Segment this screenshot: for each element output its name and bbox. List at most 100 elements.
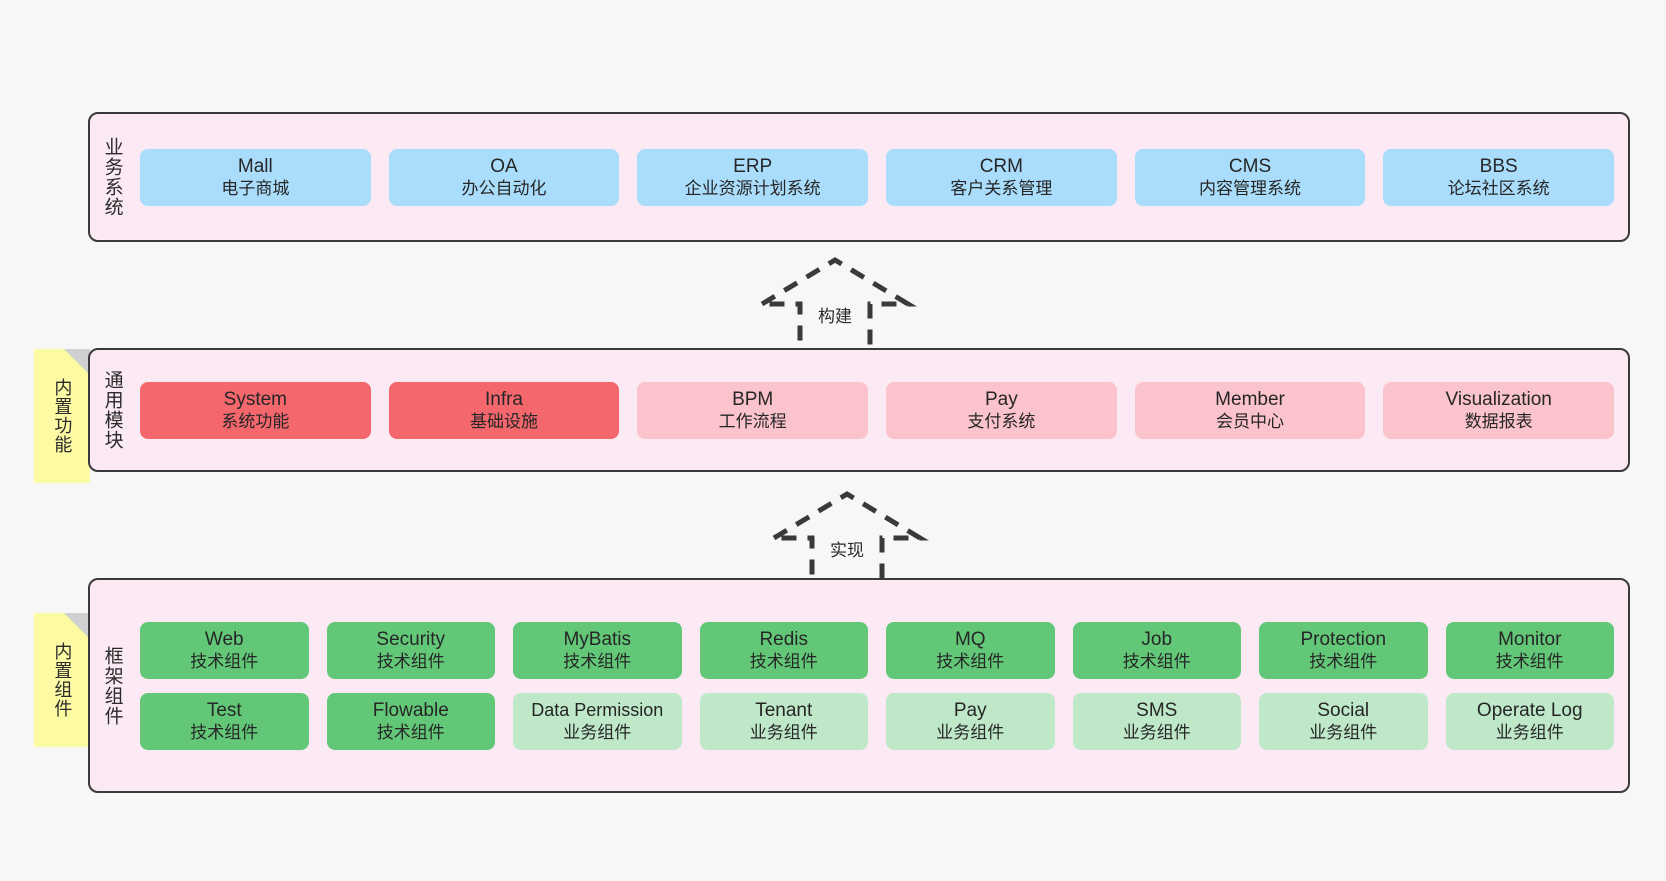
module-name: BPM [732, 388, 774, 410]
component-subtitle: 技术组件 [563, 652, 632, 672]
module-card-system[interactable]: System 系统功能 [140, 381, 371, 439]
module-subtitle: 会员中心 [1216, 412, 1285, 432]
component-card-sms[interactable]: SMS 业务组件 [1072, 692, 1241, 750]
component-card-job[interactable]: Job 技术组件 [1072, 621, 1241, 679]
component-name: Protection [1300, 628, 1387, 650]
module-subtitle: 基础设施 [470, 412, 538, 432]
component-name: Flowable [372, 699, 449, 721]
module-name: CMS [1228, 155, 1272, 177]
component-card-web[interactable]: Web 技术组件 [140, 621, 309, 679]
module-card-oa[interactable]: OA 办公自动化 [388, 148, 620, 206]
component-name: MyBatis [563, 628, 632, 650]
layer-business-system-row: Mall 电子商城 OA 办公自动化 ERP 企业资源计划系统 CRM 客户关系… [140, 148, 1615, 206]
component-subtitle: 技术组件 [936, 652, 1005, 672]
layer-framework-component: 框架组件 Web 技术组件 Security 技术组件 MyBatis 技术组件… [88, 578, 1630, 793]
component-card-security[interactable]: Security 技术组件 [326, 621, 495, 679]
module-subtitle: 客户关系管理 [950, 179, 1053, 199]
dashed-hollow-arrow-up-icon [765, 491, 929, 589]
component-card-flowable[interactable]: Flowable 技术组件 [326, 692, 495, 750]
component-subtitle: 技术组件 [376, 652, 445, 672]
component-subtitle: 技术组件 [1122, 652, 1191, 672]
module-name: Mall [237, 155, 273, 177]
component-card-test[interactable]: Test 技术组件 [140, 692, 309, 750]
layer-common-module-body: System 系统功能 Infra 基础设施 BPM 工作流程 Pay 支付系统… [134, 350, 1628, 470]
component-card-pay[interactable]: Pay 业务组件 [886, 692, 1055, 750]
component-name: Data Permission [531, 700, 664, 721]
module-card-pay[interactable]: Pay 支付系统 [886, 381, 1117, 439]
component-name: Security [376, 628, 446, 650]
layer-framework-component-body: Web 技术组件 Security 技术组件 MyBatis 技术组件 Redi… [134, 580, 1628, 791]
module-card-bbs[interactable]: BBS 论坛社区系统 [1383, 148, 1615, 206]
layer-framework-component-title: 框架组件 [101, 645, 123, 726]
dashed-hollow-arrow-up-icon [753, 257, 917, 355]
component-card-tenant[interactable]: Tenant 业务组件 [699, 692, 868, 750]
module-card-cms[interactable]: CMS 内容管理系统 [1134, 148, 1366, 206]
component-card-mq[interactable]: MQ 技术组件 [886, 621, 1055, 679]
note-fold-corner-icon [64, 349, 90, 375]
module-subtitle: 企业资源计划系统 [684, 179, 821, 199]
component-card-operate-log[interactable]: Operate Log 业务组件 [1445, 692, 1614, 750]
layer-business-system: 业务系统 Mall 电子商城 OA 办公自动化 ERP 企业资源计划系统 CRM… [88, 112, 1630, 242]
layer-common-module-title: 通用模块 [101, 370, 123, 450]
module-card-erp[interactable]: ERP 企业资源计划系统 [637, 148, 869, 206]
component-card-protection[interactable]: Protection 技术组件 [1259, 621, 1428, 679]
sticky-note-label: 内置功能 [52, 378, 73, 454]
component-name: Pay [953, 699, 987, 721]
component-name: SMS [1136, 699, 1178, 721]
component-name: Operate Log [1476, 699, 1583, 721]
module-name: ERP [733, 155, 773, 177]
component-name: Redis [759, 628, 809, 650]
connector-implement-arrow: 实现 [765, 491, 929, 589]
module-name: CRM [979, 155, 1023, 177]
component-name: Tenant [755, 699, 813, 721]
module-subtitle: 办公自动化 [461, 179, 547, 199]
module-name: OA [490, 155, 518, 177]
module-card-bpm[interactable]: BPM 工作流程 [637, 381, 869, 439]
module-name: Visualization [1445, 388, 1552, 410]
module-card-crm[interactable]: CRM 客户关系管理 [886, 148, 1117, 206]
component-subtitle: 业务组件 [563, 722, 632, 742]
module-subtitle: 支付系统 [967, 412, 1036, 432]
module-card-mall[interactable]: Mall 电子商城 [140, 148, 371, 206]
connector-build-label: 构建 [818, 307, 852, 326]
module-name: Pay [984, 388, 1018, 410]
component-subtitle: 技术组件 [749, 652, 818, 672]
module-card-infra[interactable]: Infra 基础设施 [388, 381, 620, 439]
component-subtitle: 技术组件 [1495, 652, 1564, 672]
component-subtitle: 技术组件 [376, 723, 445, 743]
layer-common-module-row: System 系统功能 Infra 基础设施 BPM 工作流程 Pay 支付系统… [140, 381, 1615, 439]
sticky-note-builtin-components: 内置组件 [34, 613, 90, 747]
module-name: Member [1215, 388, 1285, 410]
component-card-mybatis[interactable]: MyBatis 技术组件 [513, 621, 682, 679]
layer-business-system-title: 业务系统 [101, 137, 123, 217]
component-subtitle: 业务组件 [1309, 723, 1378, 743]
component-card-monitor[interactable]: Monitor 技术组件 [1445, 621, 1614, 679]
component-name: Job [1141, 628, 1173, 650]
sticky-note-builtin-features: 内置功能 [34, 349, 90, 483]
component-subtitle: 技术组件 [190, 652, 259, 672]
module-subtitle: 系统功能 [221, 412, 290, 432]
component-subtitle: 业务组件 [749, 723, 818, 743]
module-card-visualization[interactable]: Visualization 数据报表 [1383, 381, 1615, 439]
connector-implement-label: 实现 [830, 541, 864, 560]
module-subtitle: 电子商城 [221, 179, 290, 199]
component-subtitle: 技术组件 [1309, 652, 1378, 672]
component-card-redis[interactable]: Redis 技术组件 [699, 621, 868, 679]
component-name: Test [206, 699, 242, 721]
component-name: Web [204, 628, 244, 650]
module-card-member[interactable]: Member 会员中心 [1134, 381, 1366, 439]
module-subtitle: 工作流程 [718, 412, 787, 432]
layer-business-system-body: Mall 电子商城 OA 办公自动化 ERP 企业资源计划系统 CRM 客户关系… [134, 114, 1628, 240]
sticky-note-label: 内置组件 [52, 642, 73, 718]
connector-build-arrow: 构建 [753, 257, 917, 355]
component-subtitle: 技术组件 [190, 723, 259, 743]
layer-framework-row-technical: Web 技术组件 Security 技术组件 MyBatis 技术组件 Redi… [140, 621, 1614, 679]
component-card-social[interactable]: Social 业务组件 [1259, 692, 1428, 750]
component-name: Monitor [1498, 628, 1562, 650]
component-card-data-permission[interactable]: Data Permission 业务组件 [513, 692, 682, 750]
component-subtitle: 业务组件 [1495, 723, 1564, 743]
component-name: MQ [954, 628, 986, 650]
component-name: Social [1317, 699, 1370, 721]
module-subtitle: 数据报表 [1464, 412, 1533, 432]
